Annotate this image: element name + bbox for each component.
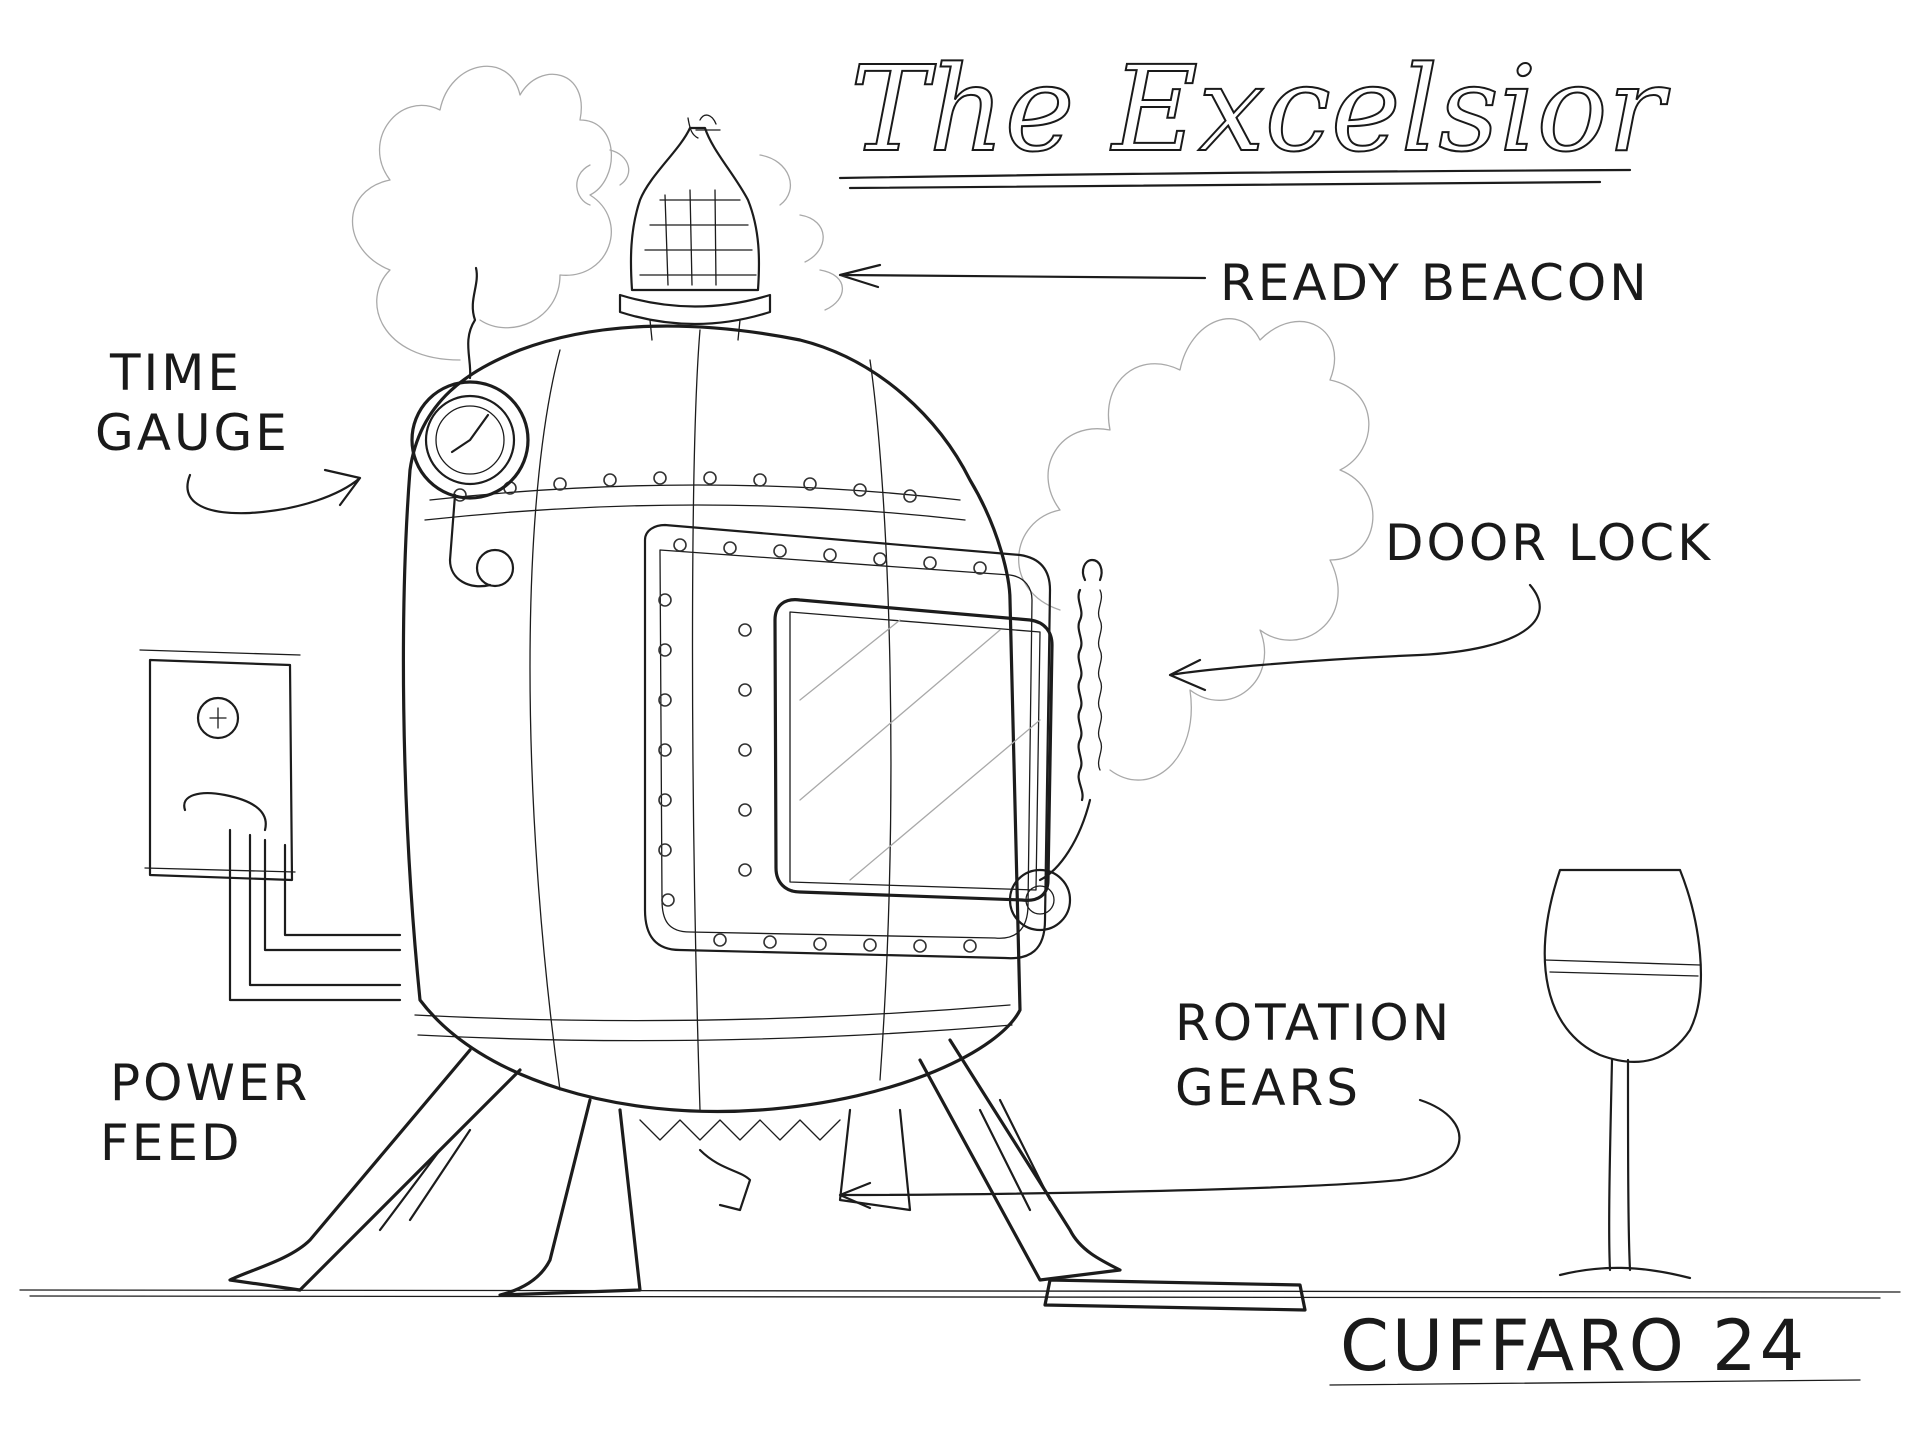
door-lock-drawing	[1008, 558, 1103, 932]
signature-underline	[1329, 1379, 1861, 1386]
label-rotation-gears-2: GEARS	[1175, 1059, 1361, 1117]
label-ready-beacon: READY BEACON	[1220, 254, 1650, 312]
arrow-rotation-gears	[838, 1098, 1461, 1210]
arrow-ready-beacon	[838, 263, 1207, 289]
sketch-title: The Excelsior	[850, 40, 1671, 178]
time-gauge-drawing	[410, 266, 530, 588]
label-power-feed-1: POWER	[110, 1054, 310, 1112]
label-time-gauge-1: TIME	[109, 344, 242, 402]
wine-glass-drawing	[1543, 868, 1702, 1280]
ready-beacon-drawing	[618, 114, 772, 341]
leader-lines	[186, 263, 1541, 1210]
arrow-time-gauge	[186, 468, 362, 515]
smoke-cloud-right	[1018, 318, 1374, 781]
artist-signature: CUFFARO 24	[1340, 1305, 1807, 1387]
smoke-clouds	[352, 65, 1374, 781]
smoke-cloud-left	[352, 65, 612, 361]
label-rotation-gears-1: ROTATION	[1175, 994, 1452, 1052]
door-frame	[643, 523, 1052, 960]
label-door-lock: DOOR LOCK	[1385, 514, 1713, 572]
label-time-gauge-2: GAUGE	[95, 404, 290, 462]
arrow-door-lock	[1168, 583, 1541, 692]
pod-outline	[401, 324, 1022, 1114]
label-power-feed-2: FEED	[100, 1114, 242, 1172]
door-rivets	[658, 538, 987, 953]
rivets-top-band	[453, 471, 917, 503]
power-outlet-drawing	[139, 649, 402, 1002]
annotations: READY BEACON TIME GAUGE DOOR LOCK POWER …	[95, 254, 1861, 1387]
excelsior-pod	[401, 324, 1054, 1114]
door-window	[773, 598, 1054, 902]
title-underline	[838, 168, 1632, 190]
title-block: The Excelsior	[838, 39, 1672, 190]
ground-line	[19, 1289, 1901, 1299]
pod-legs	[228, 1038, 1307, 1312]
smoke-puffs-beacon	[576, 149, 843, 311]
